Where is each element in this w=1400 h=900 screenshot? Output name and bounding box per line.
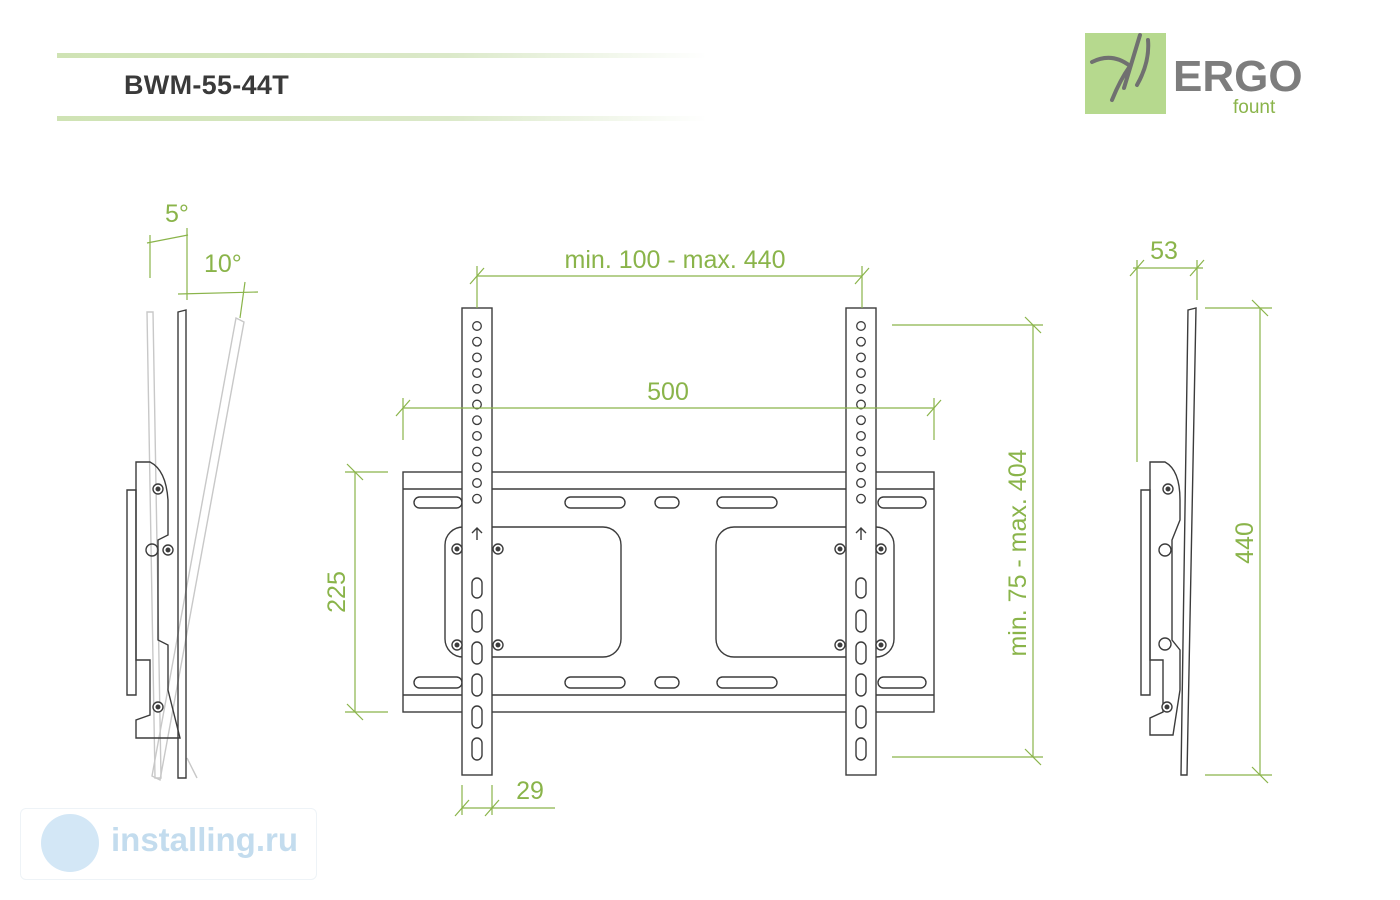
mounting-hole-icon	[472, 321, 482, 331]
screw-icon	[492, 639, 504, 651]
tilt-dimensions	[146, 228, 259, 319]
side-view-profile	[1140, 307, 1197, 776]
mounting-hole-icon	[856, 352, 866, 363]
ghost-screen-10deg	[151, 316, 245, 782]
mounting-hole-icon	[472, 478, 482, 488]
mounting-hole-icon	[856, 462, 866, 473]
mounting-hole-icon	[856, 321, 866, 331]
wall-plate	[126, 489, 137, 696]
ergofount-logo: ERGO fount	[1085, 33, 1303, 118]
screw-icon	[834, 543, 846, 555]
mounting-hole-icon	[856, 493, 866, 504]
screw-icon	[834, 639, 846, 651]
screw-icon	[451, 639, 463, 651]
mounting-hole-icon	[856, 446, 866, 457]
up-arrow-icon	[471, 527, 483, 540]
plate-cutout	[715, 526, 895, 658]
mounting-hole-icon	[472, 352, 482, 363]
mounting-hole-icon	[472, 446, 482, 457]
profile-dimensions	[1129, 259, 1272, 784]
mounting-hole-icon	[856, 430, 866, 441]
mounting-hole-icon	[856, 478, 866, 488]
left-arm-holes	[472, 321, 482, 504]
profile-bracket	[1149, 461, 1181, 736]
pivot-icon	[1158, 637, 1172, 651]
up-arrow-icon	[855, 527, 867, 540]
title-bottom-rule	[57, 116, 707, 121]
pivot-icon	[1158, 543, 1172, 557]
screw-icon	[875, 543, 887, 555]
wall-depth-label: 53	[1150, 237, 1178, 265]
ghost-line	[186, 757, 198, 779]
screw-icon	[152, 483, 164, 495]
screw-icon	[1161, 701, 1173, 713]
right-vertical-arm	[845, 307, 877, 776]
vesa-width-label: min. 100 - max. 440	[565, 246, 786, 274]
mounting-hole-icon	[856, 336, 866, 347]
vesa-height-label: min. 75 - max. 404	[1004, 449, 1032, 656]
arm-length-label: 440	[1231, 522, 1259, 564]
model-title: BWM-55-44T	[124, 70, 290, 100]
side-view-tilt	[126, 309, 245, 782]
tilt-bracket	[135, 461, 181, 739]
logo-swoosh-icon	[1090, 33, 1151, 102]
mounting-hole-icon	[856, 383, 866, 394]
plate-width-label: 500	[647, 378, 689, 406]
screw-icon	[152, 701, 164, 713]
screw-icon	[1162, 483, 1174, 495]
watermark-badge-icon	[41, 814, 99, 872]
mounting-hole-icon	[472, 493, 482, 504]
tilt-max-label: 10°	[204, 250, 242, 278]
wall-plate	[402, 471, 935, 713]
wall-plate	[1140, 489, 1151, 696]
logo-brand: ERGO	[1173, 52, 1303, 101]
arm-width-label: 29	[516, 777, 544, 805]
plate-cutout	[444, 526, 622, 658]
mounting-hole-icon	[472, 462, 482, 473]
screen-panel	[1180, 307, 1197, 776]
screw-icon	[451, 543, 463, 555]
mounting-hole-icon	[472, 368, 482, 379]
mounting-hole-icon	[472, 399, 482, 410]
bottom-slots	[413, 676, 927, 689]
mounting-hole-icon	[856, 415, 866, 426]
mounting-hole-icon	[856, 368, 866, 379]
mounting-hole-icon	[856, 399, 866, 410]
front-dimensions	[345, 266, 1043, 817]
screen-panel	[177, 309, 187, 779]
plate-height-label: 225	[323, 571, 351, 613]
right-arm-holes	[856, 321, 866, 504]
screw-icon	[875, 639, 887, 651]
screw-icon	[492, 543, 504, 555]
mounting-hole-icon	[472, 336, 482, 347]
mounting-hole-icon	[472, 415, 482, 426]
pivot-icon	[145, 543, 159, 557]
mounting-hole-icon	[472, 430, 482, 441]
watermark: installing.ru	[20, 808, 317, 880]
screw-icon	[162, 544, 174, 556]
tilt-min-label: 5°	[165, 200, 189, 228]
front-arm-details	[471, 527, 867, 761]
title-bar: BWM-55-44T	[57, 53, 707, 121]
logo-sub: fount	[1233, 97, 1276, 118]
watermark-text: installing.ru	[111, 821, 299, 858]
title-top-rule	[57, 53, 707, 58]
mounting-hole-icon	[472, 383, 482, 394]
